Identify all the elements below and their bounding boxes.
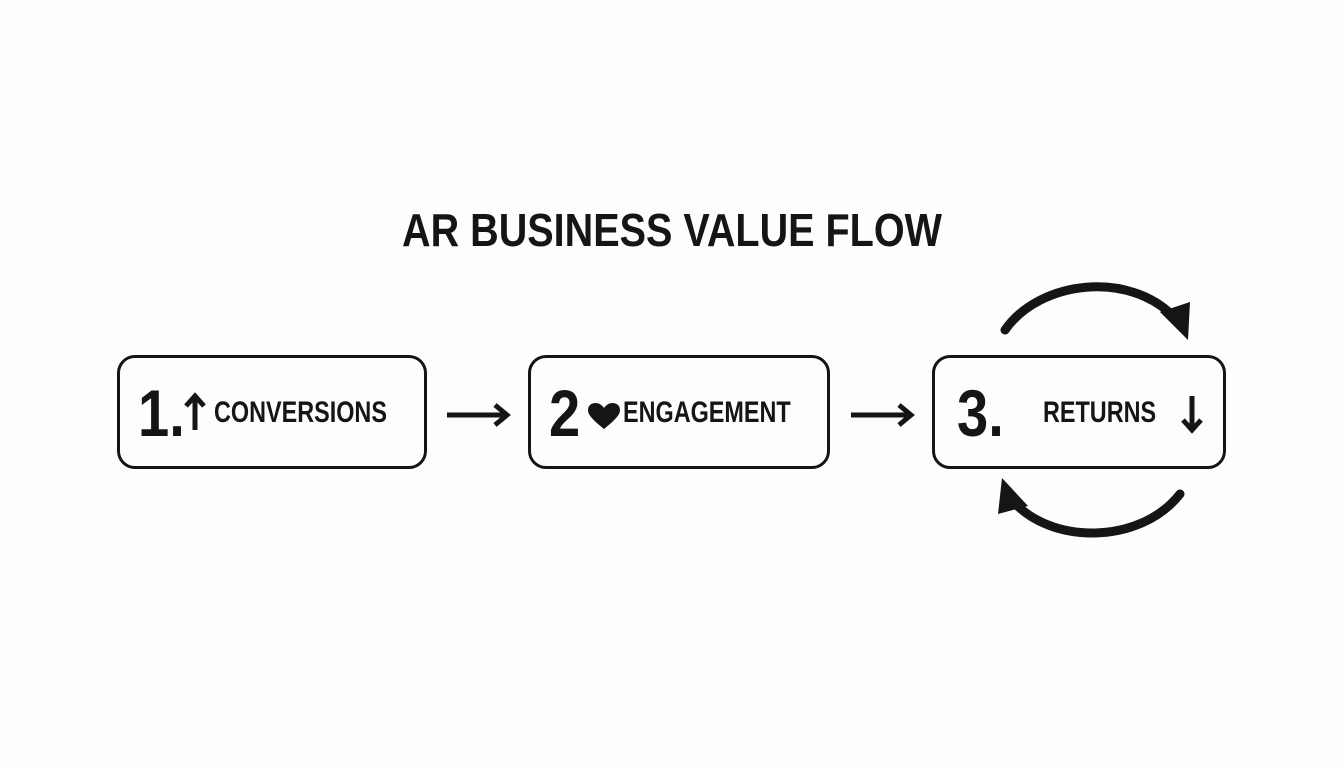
arrow-up-icon <box>184 392 206 437</box>
right-arrow-icon <box>849 400 917 435</box>
cycle-arrow-bottom-icon <box>998 478 1185 538</box>
cycle-arrow-top-icon <box>1000 282 1190 340</box>
step-box-engagement: 2 ENGAGEMENT <box>528 355 830 469</box>
step-label: CONVERSIONS <box>214 396 387 429</box>
right-arrow-icon <box>445 400 513 435</box>
step-number: 2 <box>549 376 581 450</box>
heart-icon <box>587 402 621 435</box>
step-number: 1. <box>138 376 185 450</box>
step-label: ENGAGEMENT <box>623 396 791 429</box>
step-box-returns: 3. RETURNS <box>932 355 1226 469</box>
diagram-title: AR BUSINESS VALUE FLOW <box>402 204 942 256</box>
step-label: RETURNS <box>1043 396 1157 429</box>
step-number: 3. <box>957 376 1004 450</box>
arrow-down-icon <box>1181 394 1203 439</box>
step-box-conversions: 1. CONVERSIONS <box>117 355 427 469</box>
